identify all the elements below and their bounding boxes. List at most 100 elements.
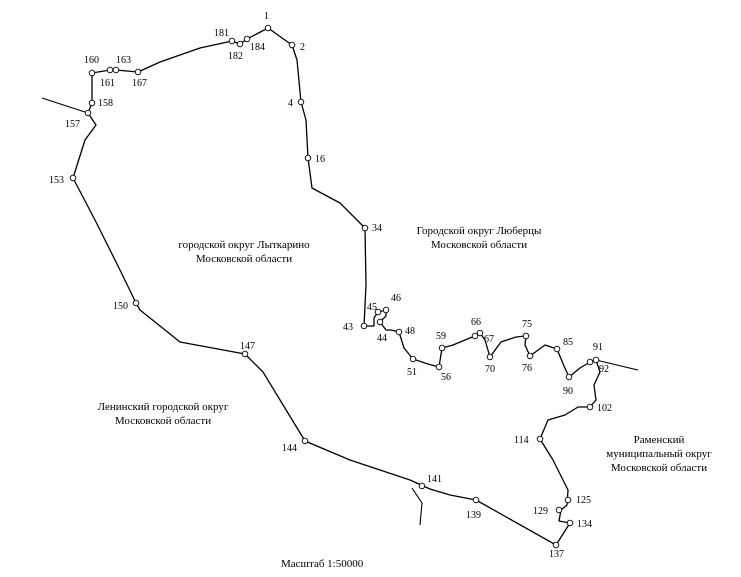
point-153	[69, 174, 77, 182]
region-ramensky-line3: Московской области	[611, 462, 707, 474]
external-boundary-east	[595, 359, 639, 371]
point-label-90: 90	[563, 386, 573, 397]
point-label-43: 43	[343, 322, 353, 333]
point-label-163: 163	[116, 55, 131, 66]
point-label-160: 160	[84, 55, 99, 66]
point-51	[409, 355, 417, 363]
point-label-70: 70	[485, 364, 495, 375]
point-label-139: 139	[466, 510, 481, 521]
point-157	[84, 109, 92, 117]
point-45	[374, 308, 382, 316]
point-label-161: 161	[100, 78, 115, 89]
points-layer	[69, 24, 600, 549]
point-label-167: 167	[132, 78, 147, 89]
point-134	[566, 519, 574, 527]
point-90	[565, 373, 573, 381]
region-ramensky-line1: Раменский	[634, 434, 685, 446]
point-167	[134, 68, 142, 76]
point-34	[361, 224, 369, 232]
point-75	[522, 332, 530, 340]
point-label-157: 157	[65, 119, 80, 130]
region-leninsky-line1: Ленинский городской округ	[98, 401, 229, 413]
point-label-4: 4	[288, 98, 293, 109]
point-182	[236, 40, 244, 48]
point-label-144: 144	[282, 443, 297, 454]
point-label-184: 184	[250, 42, 265, 53]
point-144	[301, 437, 309, 445]
region-lyubertsy-line2: Московской области	[431, 239, 527, 251]
point-label-56: 56	[441, 372, 451, 383]
point-92	[592, 356, 600, 364]
point-label-46: 46	[391, 293, 401, 304]
point-137	[552, 541, 560, 549]
point-184	[243, 35, 251, 43]
point-label-85: 85	[563, 337, 573, 348]
point-160	[88, 69, 96, 77]
point-labels: 1 2 4 16 34 43 44 45 46 48 51 56 59 66 6…	[49, 11, 612, 560]
point-label-158: 158	[98, 98, 113, 109]
point-label-147: 147	[240, 341, 255, 352]
point-85	[553, 345, 561, 353]
point-67	[476, 329, 484, 337]
point-label-75: 75	[522, 319, 532, 330]
scale-label: Масштаб 1:50000	[281, 558, 364, 570]
point-91	[586, 358, 594, 366]
point-16	[304, 154, 312, 162]
point-139	[472, 496, 480, 504]
point-label-150: 150	[113, 301, 128, 312]
point-label-34: 34	[372, 223, 382, 234]
lytkarino-boundary	[72, 27, 601, 546]
region-lytkarino-line2: Московской области	[196, 253, 292, 265]
region-lyubertsy-line1: Городской округ Люберцы	[417, 225, 542, 237]
point-4	[297, 98, 305, 106]
region-lytkarino-line1: городской округ Лыткарино	[178, 239, 310, 251]
point-66	[471, 332, 479, 340]
point-label-129: 129	[533, 506, 548, 517]
point-141	[418, 482, 426, 490]
point-label-102: 102	[597, 403, 612, 414]
point-label-16: 16	[315, 154, 325, 165]
point-125	[564, 496, 572, 504]
point-158	[88, 99, 96, 107]
point-label-44: 44	[377, 333, 387, 344]
point-label-2: 2	[300, 42, 305, 53]
point-label-45: 45	[367, 302, 377, 313]
region-leninsky-line2: Московской области	[115, 415, 211, 427]
point-1	[264, 24, 272, 32]
external-boundary-south	[411, 487, 423, 526]
point-label-92: 92	[599, 364, 609, 375]
point-label-153: 153	[49, 175, 64, 186]
point-161	[106, 66, 114, 74]
point-label-114: 114	[514, 435, 529, 446]
point-129	[555, 506, 563, 514]
point-147	[241, 350, 249, 358]
point-150	[132, 299, 140, 307]
point-2	[288, 41, 296, 49]
point-label-181: 181	[214, 28, 229, 39]
region-ramensky-line2: муниципальный округ	[606, 448, 712, 460]
point-label-67: 67	[484, 334, 494, 345]
point-181	[228, 37, 236, 45]
point-46	[382, 306, 390, 314]
point-43	[360, 322, 368, 330]
point-70	[486, 353, 494, 361]
point-label-125: 125	[576, 495, 591, 506]
point-label-141: 141	[427, 474, 442, 485]
point-label-137: 137	[549, 549, 564, 560]
point-label-91: 91	[593, 342, 603, 353]
point-48	[395, 328, 403, 336]
point-56	[435, 363, 443, 371]
point-114	[536, 435, 544, 443]
point-76	[526, 352, 534, 360]
point-label-1: 1	[264, 11, 269, 22]
point-label-76: 76	[522, 363, 532, 374]
external-boundary-west	[41, 97, 89, 114]
point-label-66: 66	[471, 317, 481, 328]
point-44	[376, 318, 384, 326]
point-label-48: 48	[405, 326, 415, 337]
point-102	[586, 403, 594, 411]
point-label-182: 182	[228, 51, 243, 62]
point-163	[112, 66, 120, 74]
point-label-59: 59	[436, 331, 446, 342]
